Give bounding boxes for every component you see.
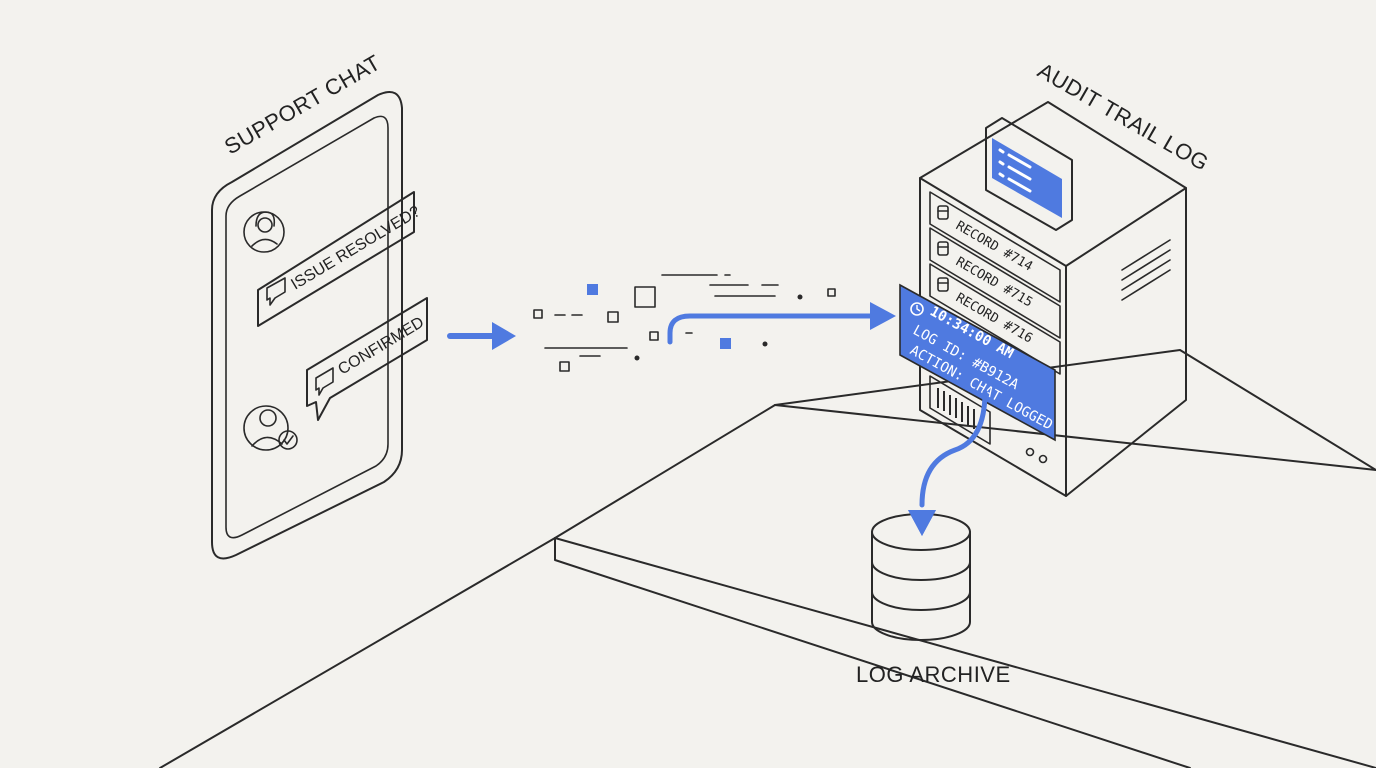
- chat-message-1: ISSUE RESOLVED?: [288, 203, 423, 293]
- side-vent: [1121, 239, 1171, 301]
- list-icon: [998, 148, 1032, 193]
- data-packets: [533, 274, 836, 372]
- chat-message-2: CONFIRMED: [335, 314, 427, 378]
- speech-bubble-icon: [315, 367, 334, 396]
- support-chat-phone: SUPPORT CHAT ISSUE RESOLVED? CONFIRMED: [211, 50, 428, 560]
- log-archive-label: LOG ARCHIVE: [856, 662, 1011, 687]
- audit-trail-log-label: AUDIT TRAIL LOG: [1034, 58, 1214, 176]
- chat-bubble-issue-resolved: ISSUE RESOLVED?: [257, 191, 423, 327]
- database-icon: [937, 205, 949, 220]
- speech-bubble-icon: [266, 277, 286, 306]
- server-monitor: [985, 117, 1073, 231]
- clock-icon: [910, 302, 924, 316]
- audit-server: AUDIT TRAIL LOG RECORD #714: [919, 58, 1214, 497]
- data-flow-arrow: [447, 322, 516, 350]
- log-flow-arrow: [667, 302, 896, 345]
- platform: [159, 349, 1376, 768]
- barcode: [929, 375, 991, 445]
- user-avatar-icon: [243, 405, 298, 451]
- chat-bubble-confirmed: CONFIRMED: [306, 297, 428, 421]
- status-lights: [1025, 447, 1048, 464]
- database-icon: [937, 241, 949, 256]
- database-icon: [937, 277, 949, 292]
- log-archive-database: LOG ARCHIVE: [856, 510, 1011, 687]
- agent-headset-icon: [243, 211, 285, 253]
